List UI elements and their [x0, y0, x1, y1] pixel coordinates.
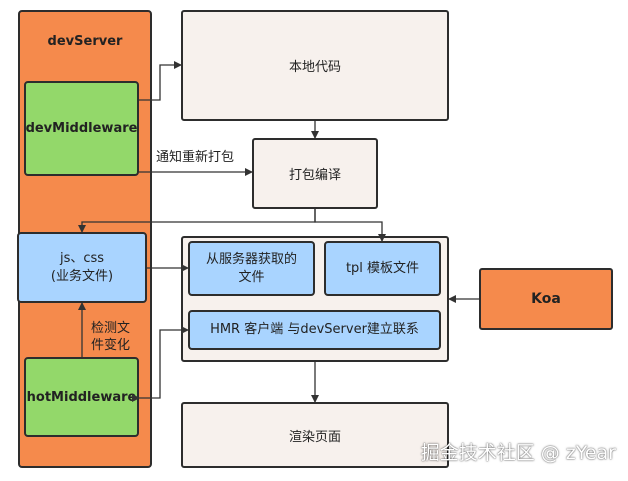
local-code-box: 本地代码	[181, 10, 449, 121]
hmr-client-label: HMR 客户端 与devServer建立联系	[210, 322, 419, 337]
bundle-compile-box: 打包编译	[252, 138, 378, 209]
hotmiddleware-label: hotMiddleware	[26, 389, 137, 405]
fetched-files-label-line2: 文件	[238, 269, 265, 285]
devserver-title: devServer	[47, 34, 123, 49]
fetched-files-label-line1: 从服务器获取的	[205, 251, 297, 267]
koa-box: Koa	[479, 268, 613, 330]
arrow-bundle-to-js-css	[78, 209, 316, 233]
devmiddleware-box: devMiddleware	[24, 81, 139, 176]
edge-label-detect-change-line1: 检测文	[91, 321, 131, 336]
fetched-files-box: 从服务器获取的 文件	[188, 241, 315, 296]
render-page-box: 渲染页面	[181, 402, 449, 468]
edge-label-detect-change-line2: 件变化	[91, 338, 131, 353]
watermark: 掘金技术社区 @ zYear	[420, 442, 616, 464]
hotmiddleware-box: hotMiddleware	[24, 357, 139, 437]
arrow-devmiddleware-to-local-code	[139, 61, 182, 101]
koa-label: Koa	[531, 291, 561, 307]
tpl-template-label: tpl 模板文件	[345, 260, 420, 276]
edge-label-notify-rebundle: 通知重新打包	[156, 150, 235, 165]
local-code-label: 本地代码	[288, 60, 341, 75]
hmr-client-box: HMR 客户端 与devServer建立联系	[188, 310, 441, 350]
js-css-label-line1: js、css	[59, 250, 105, 266]
render-page-label: 渲染页面	[288, 429, 341, 445]
bundle-compile-label: 打包编译	[288, 168, 341, 183]
arrow-bundle-to-tpl	[314, 209, 386, 242]
arrow-hotmiddleware-to-hmr	[132, 326, 189, 402]
js-css-box: js、css (业务文件)	[17, 232, 147, 303]
tpl-template-box: tpl 模板文件	[324, 241, 441, 296]
devmiddleware-label: devMiddleware	[25, 121, 138, 136]
js-css-label-line2: (业务文件)	[50, 268, 114, 284]
